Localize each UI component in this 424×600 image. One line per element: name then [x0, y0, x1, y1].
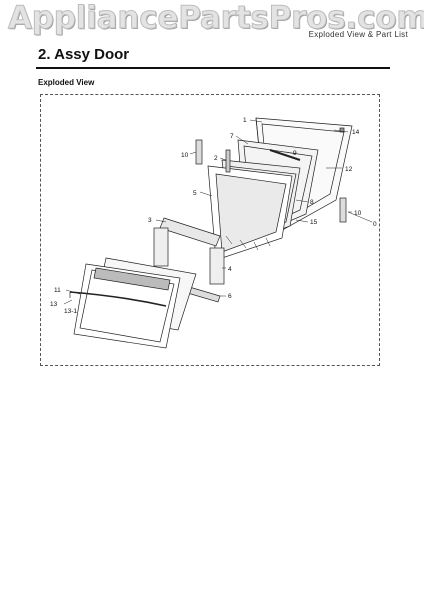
callout-0: 0 — [373, 221, 377, 228]
insulation-top — [159, 217, 221, 247]
diagram-frame — [40, 94, 380, 366]
handle — [69, 291, 167, 307]
hinge-left — [195, 139, 203, 165]
insulation-pad-right — [209, 247, 225, 285]
inner-door-window — [215, 173, 287, 253]
vent-strip — [93, 267, 171, 291]
callout-2: 2 — [214, 155, 218, 162]
watermark: AppliancePartsPros.com — [8, 0, 424, 37]
callout-7: 7 — [230, 133, 234, 140]
callout-12: 12 — [345, 166, 353, 173]
callout-3: 3 — [148, 217, 152, 224]
section-title: 2. Assy Door — [38, 46, 130, 63]
callout-9: 9 — [293, 150, 297, 157]
bracket-2 — [225, 149, 231, 173]
callout-8: 8 — [310, 199, 314, 206]
callout-5: 5 — [193, 190, 197, 197]
callout-14: 14 — [352, 129, 360, 136]
callout-1: 1 — [243, 117, 247, 124]
hinge-right — [339, 197, 347, 223]
callout-10-left: 10 — [181, 152, 189, 159]
title-rule — [36, 67, 390, 69]
callout-13-1: 13-1 — [64, 308, 77, 315]
callout-6: 6 — [228, 293, 232, 300]
header-note: Exploded View & Part List — [308, 30, 408, 39]
callout-10-right: 10 — [354, 210, 362, 217]
insulation-pad-left — [153, 227, 169, 267]
exploded-view-label: Exploded View — [38, 78, 95, 87]
callout-13: 13 — [50, 301, 58, 308]
callout-11: 11 — [54, 287, 61, 294]
callout-4: 4 — [228, 266, 232, 273]
clip-14 — [339, 127, 345, 133]
callout-15: 15 — [310, 219, 318, 226]
